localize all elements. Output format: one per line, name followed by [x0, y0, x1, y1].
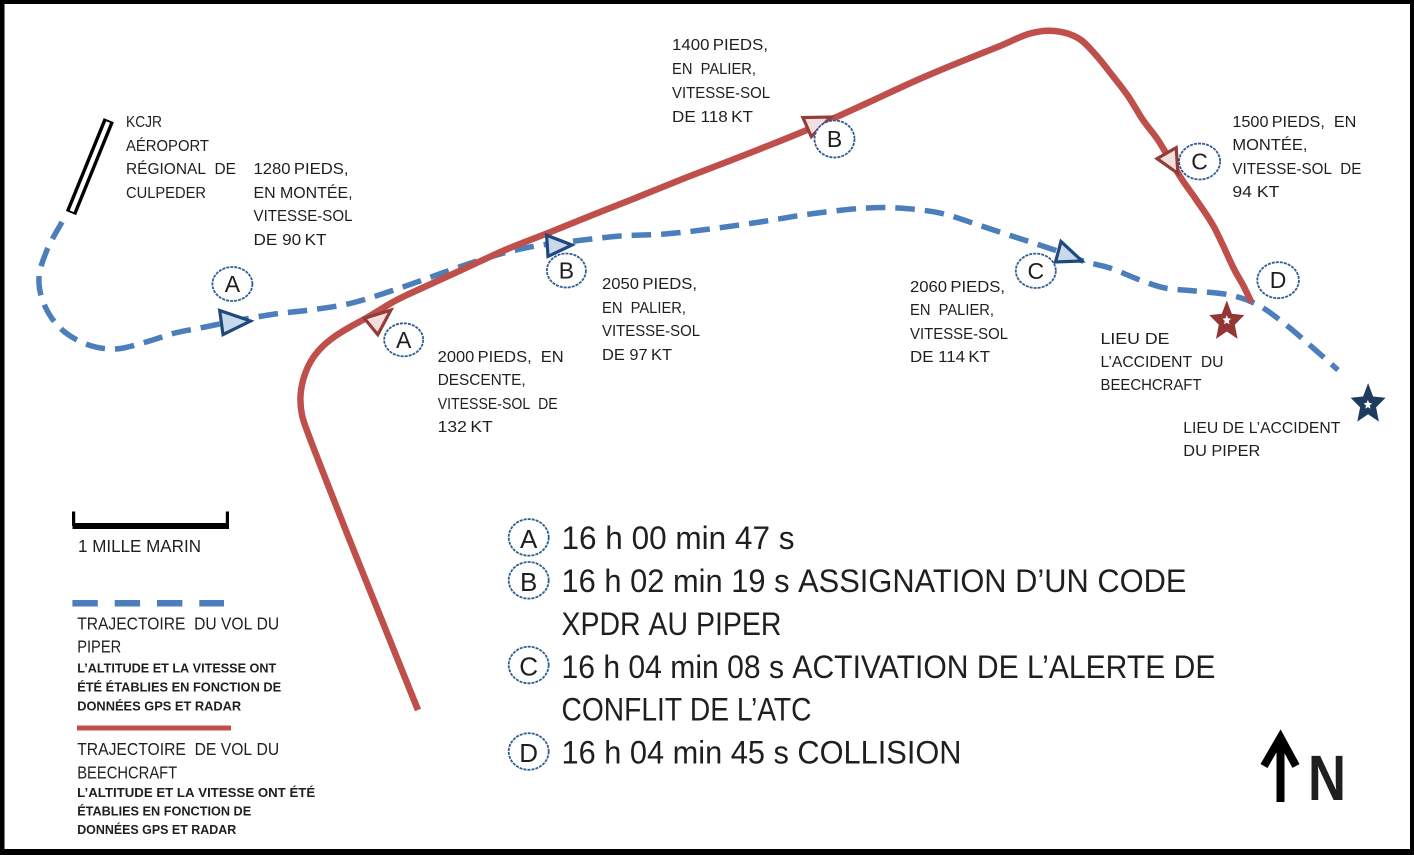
- svg-text:94 KT: 94 KT: [1232, 184, 1279, 201]
- svg-text:EN MONTÉE,: EN MONTÉE,: [254, 183, 353, 202]
- svg-text:VITESSE-SOL: VITESSE-SOL: [602, 323, 700, 340]
- svg-text:VITESSE-SOL DE: VITESSE-SOL DE: [1232, 161, 1361, 178]
- svg-text:1500 PIEDS, EN: 1500 PIEDS, EN: [1232, 114, 1356, 131]
- svg-text:DE 118 KT: DE 118 KT: [672, 109, 753, 126]
- svg-text:2050 PIEDS,: 2050 PIEDS,: [602, 276, 697, 293]
- svg-text:132 KT: 132 KT: [438, 419, 493, 436]
- svg-text:TRAJECTOIRE DE VOL DU: TRAJECTOIRE DE VOL DU: [77, 739, 279, 759]
- svg-text:ÉTABLIES EN FONCTION DE: ÉTABLIES EN FONCTION DE: [77, 804, 251, 819]
- svg-text:C: C: [1027, 258, 1044, 284]
- svg-text:EN PALIER,: EN PALIER,: [910, 302, 994, 319]
- svg-text:EN PALIER,: EN PALIER,: [602, 300, 686, 317]
- svg-text:B: B: [559, 258, 574, 284]
- svg-text:KCJR: KCJR: [126, 114, 162, 131]
- svg-text:C: C: [519, 652, 538, 682]
- svg-text:DE 114 KT: DE 114 KT: [910, 349, 990, 366]
- svg-text:L’ALTITUDE ET LA VITESSE ONT É: L’ALTITUDE ET LA VITESSE ONT ÉTÉ: [77, 785, 315, 800]
- svg-text:16 h 02 min 19 s ASSIGNATION D: 16 h 02 min 19 s ASSIGNATION D’UN CODE: [562, 563, 1187, 599]
- svg-text:PIPER: PIPER: [77, 637, 121, 657]
- svg-text:LIEU DE: LIEU DE: [1101, 331, 1170, 348]
- svg-text:LIEU DE L’ACCIDENT: LIEU DE L’ACCIDENT: [1183, 420, 1340, 437]
- svg-text:D: D: [1270, 267, 1287, 293]
- svg-text:VITESSE-SOL: VITESSE-SOL: [672, 85, 770, 102]
- svg-text:DE 90 KT: DE 90 KT: [254, 232, 327, 249]
- svg-text:A: A: [396, 327, 412, 353]
- svg-text:1 MILLE MARIN: 1 MILLE MARIN: [78, 536, 201, 556]
- svg-text:2060 PIEDS,: 2060 PIEDS,: [910, 279, 1005, 296]
- svg-text:A: A: [520, 524, 538, 554]
- svg-text:16 h 04 min 45 s COLLISION: 16 h 04 min 45 s COLLISION: [562, 735, 962, 771]
- svg-text:B: B: [827, 126, 842, 152]
- svg-text:VITESSE-SOL DE: VITESSE-SOL DE: [438, 396, 558, 413]
- svg-text:D: D: [519, 738, 538, 768]
- svg-text:BEECHCRAFT: BEECHCRAFT: [1101, 377, 1202, 394]
- svg-text:VITESSE-SOL: VITESSE-SOL: [254, 208, 353, 225]
- svg-text:DE 97 KT: DE 97 KT: [602, 347, 672, 364]
- svg-text:DESCENTE,: DESCENTE,: [438, 372, 526, 389]
- svg-text:BEECHCRAFT: BEECHCRAFT: [77, 763, 177, 783]
- svg-text:XPDR AU PIPER: XPDR AU PIPER: [562, 606, 782, 642]
- svg-text:VITESSE-SOL: VITESSE-SOL: [910, 326, 1008, 343]
- svg-text:DONNÉES GPS ET RADAR: DONNÉES GPS ET RADAR: [77, 822, 237, 837]
- svg-text:ÉTÉ ÉTABLIES EN FONCTION DE: ÉTÉ ÉTABLIES EN FONCTION DE: [77, 680, 281, 695]
- svg-text:TRAJECTOIRE DU VOL DU: TRAJECTOIRE DU VOL DU: [77, 614, 279, 634]
- svg-text:EN PALIER,: EN PALIER,: [672, 61, 756, 78]
- svg-text:DU PIPER: DU PIPER: [1183, 443, 1260, 460]
- svg-text:L’ALTITUDE ET LA VITESSE ONT: L’ALTITUDE ET LA VITESSE ONT: [77, 661, 276, 676]
- svg-text:CULPEDER: CULPEDER: [126, 185, 206, 202]
- svg-text:C: C: [1191, 149, 1208, 175]
- svg-text:RÉGIONAL DE: RÉGIONAL DE: [126, 159, 236, 178]
- svg-text:L’ACCIDENT DU: L’ACCIDENT DU: [1101, 354, 1224, 371]
- svg-text:DONNÉES GPS ET RADAR: DONNÉES GPS ET RADAR: [77, 699, 242, 714]
- svg-text:1400 PIEDS,: 1400 PIEDS,: [672, 37, 768, 54]
- svg-text:2000 PIEDS, EN: 2000 PIEDS, EN: [438, 349, 564, 366]
- svg-text:MONTÉE,: MONTÉE,: [1232, 135, 1307, 154]
- svg-text:A: A: [225, 271, 241, 297]
- svg-text:1280 PIEDS,: 1280 PIEDS,: [254, 161, 349, 178]
- svg-text:B: B: [520, 567, 537, 597]
- svg-text:AÉROPORT: AÉROPORT: [126, 136, 209, 155]
- svg-text:16 h 04 min 08 s ACTIVATION DE: 16 h 04 min 08 s ACTIVATION DE L’ALERTE …: [562, 649, 1216, 685]
- svg-text:CONFLIT DE L’ATC: CONFLIT DE L’ATC: [562, 692, 812, 728]
- svg-text:16 h 00 min 47 s: 16 h 00 min 47 s: [562, 520, 795, 556]
- svg-text:N: N: [1308, 742, 1346, 814]
